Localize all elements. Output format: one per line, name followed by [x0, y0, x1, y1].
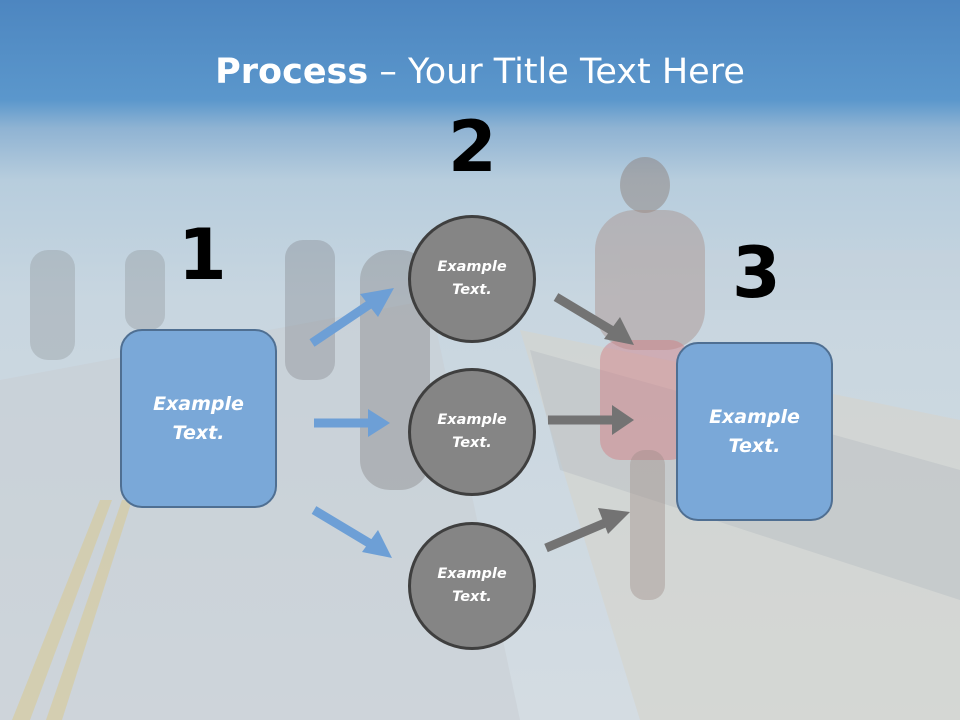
circle-2-line2: Text.	[452, 435, 492, 451]
left-box-line1: Example	[153, 392, 244, 415]
arrow-to-circle-1	[309, 288, 394, 347]
left-box-line2: Text.	[172, 421, 225, 444]
circle-1-line1: Example	[437, 259, 507, 275]
arrow-from-circle-2	[548, 405, 634, 435]
step-number-3: 3	[732, 232, 781, 314]
right-box: Example Text.	[676, 342, 833, 521]
arrow-from-circle-1	[553, 293, 634, 345]
circle-3-line1: Example	[437, 566, 507, 582]
circle-1: Example Text.	[408, 215, 536, 343]
arrow-from-circle-3	[544, 508, 630, 553]
circle-3: Example Text.	[408, 522, 536, 650]
circle-2-line1: Example	[437, 412, 507, 428]
slide-title: Process – Your Title Text Here	[0, 52, 960, 92]
right-box-line1: Example	[709, 405, 800, 428]
circle-3-line2: Text.	[452, 589, 492, 605]
arrow-to-circle-3	[311, 506, 392, 558]
right-box-line2: Text.	[728, 434, 781, 457]
title-rest: – Your Title Text Here	[368, 52, 745, 92]
circle-1-line2: Text.	[452, 282, 492, 298]
left-box: Example Text.	[120, 329, 277, 508]
circle-2: Example Text.	[408, 368, 536, 496]
step-number-1: 1	[178, 214, 227, 296]
arrow-to-circle-2	[314, 409, 390, 437]
step-number-2: 2	[448, 106, 497, 188]
title-bold: Process	[215, 52, 369, 92]
